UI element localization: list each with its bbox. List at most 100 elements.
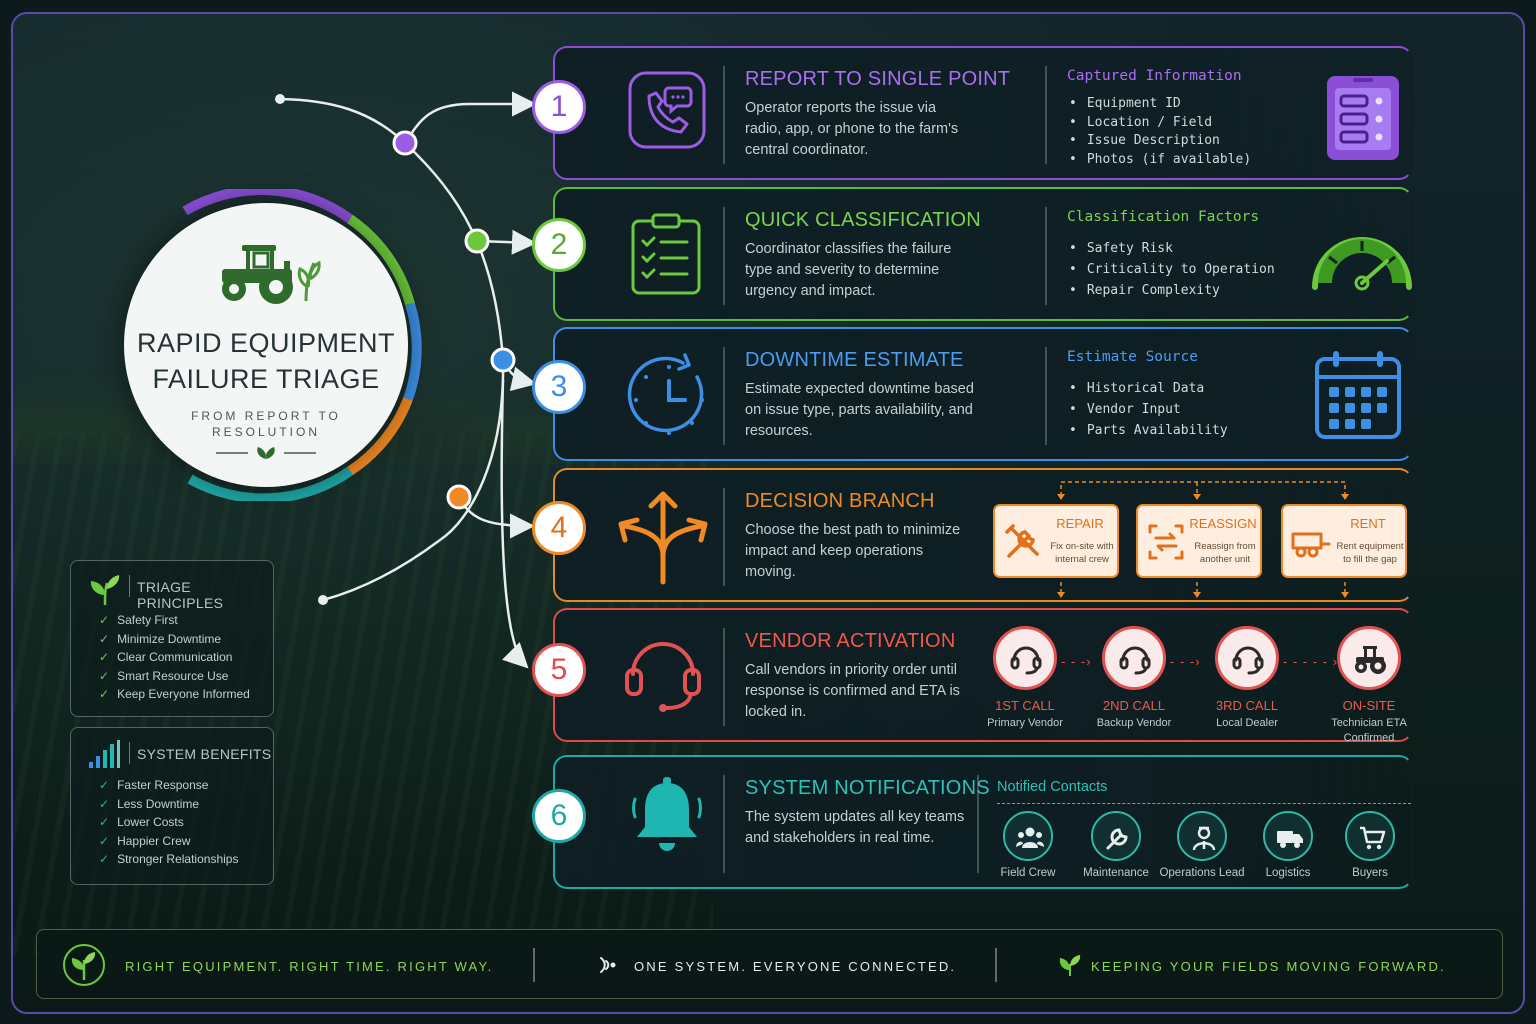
- headset-icon: [1119, 646, 1151, 675]
- hero-title: RAPID EQUIPMENT FAILURE TRIAGE: [124, 325, 408, 397]
- hero-subtitle: FROM REPORT TO RESOLUTION: [124, 408, 408, 440]
- option-rent-description: Rent equipment to fill the gap: [1336, 541, 1404, 565]
- contact-operations-lead: [1177, 811, 1227, 861]
- tractor-icon: [222, 245, 321, 304]
- list-item: Safety Risk: [1069, 241, 1275, 262]
- list-item: ✓Stronger Relationships: [99, 852, 239, 866]
- step-2-info-list: Safety Risk Criticality to Operation Rep…: [1069, 241, 1275, 304]
- list-item: Issue Description: [1069, 133, 1251, 152]
- option-repair-card: REPAIR Fix on-site with internal crew: [993, 504, 1119, 578]
- list-item: Repair Complexity: [1069, 283, 1275, 304]
- triage-principles-panel: TRIAGE PRINCIPLES ✓Safety First ✓Minimiz…: [70, 560, 274, 717]
- footer-right-text: KEEPING YOUR FIELDS MOVING FORWARD.: [1091, 959, 1446, 974]
- step-3-info-list: Historical Data Vendor Input Parts Avail…: [1069, 381, 1228, 444]
- headset-icon: [1232, 646, 1264, 675]
- contact-label: Maintenance: [1083, 867, 1149, 879]
- bar-chart-icon: [89, 740, 120, 768]
- step-4-description: Choose the best path to minimize impact …: [745, 522, 961, 580]
- step-3-card: DOWNTIME ESTIMATE Estimate expected down…: [553, 327, 1413, 461]
- vendor-1-label: 1ST CALL: [995, 698, 1055, 713]
- vendor-1-desc: Primary Vendor: [987, 717, 1063, 729]
- contacts-divider: [997, 803, 1411, 804]
- clock-refresh-icon: [627, 353, 704, 435]
- phone-chat-icon: [628, 71, 706, 149]
- step-1-info-list: Equipment ID Location / Field Issue Desc…: [1069, 96, 1251, 170]
- benefits-list: ✓Faster Response ✓Less Downtime ✓Lower C…: [99, 778, 238, 871]
- footer-center-text: ONE SYSTEM. EVERYONE CONNECTED.: [634, 959, 957, 974]
- step-5-description: Call vendors in priority order until res…: [745, 662, 960, 720]
- step-3-description: Estimate expected downtime based on issu…: [745, 381, 974, 439]
- option-rent-card: RENT Rent equipment to fill the gap: [1281, 504, 1407, 578]
- tools-icon: [1005, 524, 1039, 558]
- list-item: ✓Faster Response: [99, 778, 209, 792]
- list-item: ✓Clear Communication: [99, 650, 233, 664]
- contact-logistics: [1263, 811, 1313, 861]
- step-1-title: REPORT TO SINGLE POINT: [745, 68, 1011, 90]
- step-2-card: QUICK CLASSIFICATION Coordinator classif…: [553, 187, 1413, 321]
- hero-color-ring: [182, 189, 422, 501]
- option-repair-title: REPAIR: [1056, 516, 1104, 531]
- step-6-info-title: Notified Contacts: [997, 779, 1108, 795]
- list-item: Location / Field: [1069, 115, 1251, 134]
- step-5-card: VENDOR ACTIVATION Call vendors in priori…: [553, 608, 1413, 744]
- wrench-icon: [1106, 828, 1128, 850]
- broadcast-icon: [600, 957, 616, 973]
- contact-label: Buyers: [1352, 867, 1388, 879]
- contact-label: Field Crew: [1000, 867, 1056, 879]
- list-item: ✓Lower Costs: [99, 815, 184, 829]
- leaf-icon: [1059, 955, 1081, 976]
- list-item: Historical Data: [1069, 381, 1228, 402]
- step-4-title: DECISION BRANCH: [745, 490, 935, 512]
- vendor-arrow: - - - - - ›: [1283, 654, 1339, 669]
- principles-title: TRIAGE PRINCIPLES: [137, 579, 224, 611]
- step-6-card: SYSTEM NOTIFICATIONS The system updates …: [553, 755, 1413, 889]
- option-repair-description: Fix on-site with internal crew: [1050, 541, 1114, 565]
- contact-maintenance: [1091, 811, 1141, 861]
- list-item: ✓Safety First: [99, 613, 178, 627]
- manager-icon: [1192, 826, 1216, 851]
- contact-buyers: [1345, 811, 1395, 861]
- step-1-card: REPORT TO SINGLE POINT Operator reports …: [553, 46, 1413, 180]
- hero-title-line-1: RAPID EQUIPMENT: [136, 328, 396, 358]
- footer-left-text: RIGHT EQUIPMENT. RIGHT TIME. RIGHT WAY.: [125, 959, 494, 974]
- split-arrows-icon: [618, 491, 708, 585]
- step-1-info-title: Captured Information: [1067, 68, 1242, 84]
- vendor-arrow: - - -›: [1170, 654, 1201, 669]
- list-item: ✓Keep Everyone Informed: [99, 687, 250, 701]
- leaf-divider-icon: [216, 447, 316, 459]
- step-2-number: 2: [532, 218, 586, 272]
- vendor-node-2: [1102, 626, 1166, 690]
- headset-icon: [625, 642, 701, 712]
- vendor-onsite-label: ON-SITE: [1342, 698, 1396, 713]
- system-benefits-panel: SYSTEM BENEFITS ✓Faster Response ✓Less D…: [70, 727, 274, 885]
- step-2-title: QUICK CLASSIFICATION: [745, 209, 981, 231]
- vendor-onsite-desc: Technician ETA Confirmed: [1331, 717, 1407, 744]
- team-icon: [1016, 827, 1044, 848]
- vendor-node-1: [993, 626, 1057, 690]
- bell-icon: [632, 777, 702, 851]
- option-reassign-title: REASSIGN: [1189, 516, 1257, 531]
- mobile-form-icon: [1327, 76, 1399, 160]
- step-4-number: 4: [532, 501, 586, 555]
- step-2-description: Coordinator classifies the failure type …: [745, 241, 952, 299]
- vendor-2-desc: Backup Vendor: [1096, 717, 1172, 729]
- vendor-node-3: [1215, 626, 1279, 690]
- list-item: Equipment ID: [1069, 96, 1251, 115]
- vendor-2-label: 2ND CALL: [1102, 698, 1166, 713]
- truck-icon: [1277, 831, 1303, 848]
- vendor-node-onsite: [1337, 626, 1401, 690]
- contact-field-crew: [1003, 811, 1053, 861]
- step-5-title: VENDOR ACTIVATION: [745, 630, 956, 652]
- reassign-icon: [1148, 524, 1184, 560]
- gauge-icon: [1312, 237, 1412, 291]
- benefits-title: SYSTEM BENEFITS: [137, 746, 272, 762]
- option-rent-title: RENT: [1350, 516, 1386, 531]
- step-6-title: SYSTEM NOTIFICATIONS: [745, 777, 990, 799]
- option-reassign-card: REASSIGN Reassign from another unit: [1136, 504, 1262, 578]
- headset-icon: [1010, 646, 1042, 675]
- step-3-info-title: Estimate Source: [1067, 349, 1198, 365]
- list-item: Criticality to Operation: [1069, 262, 1275, 283]
- step-1-description: Operator reports the issue via radio, ap…: [745, 100, 959, 158]
- step-3-title: DOWNTIME ESTIMATE: [745, 349, 964, 371]
- tractor-icon: [1355, 646, 1386, 674]
